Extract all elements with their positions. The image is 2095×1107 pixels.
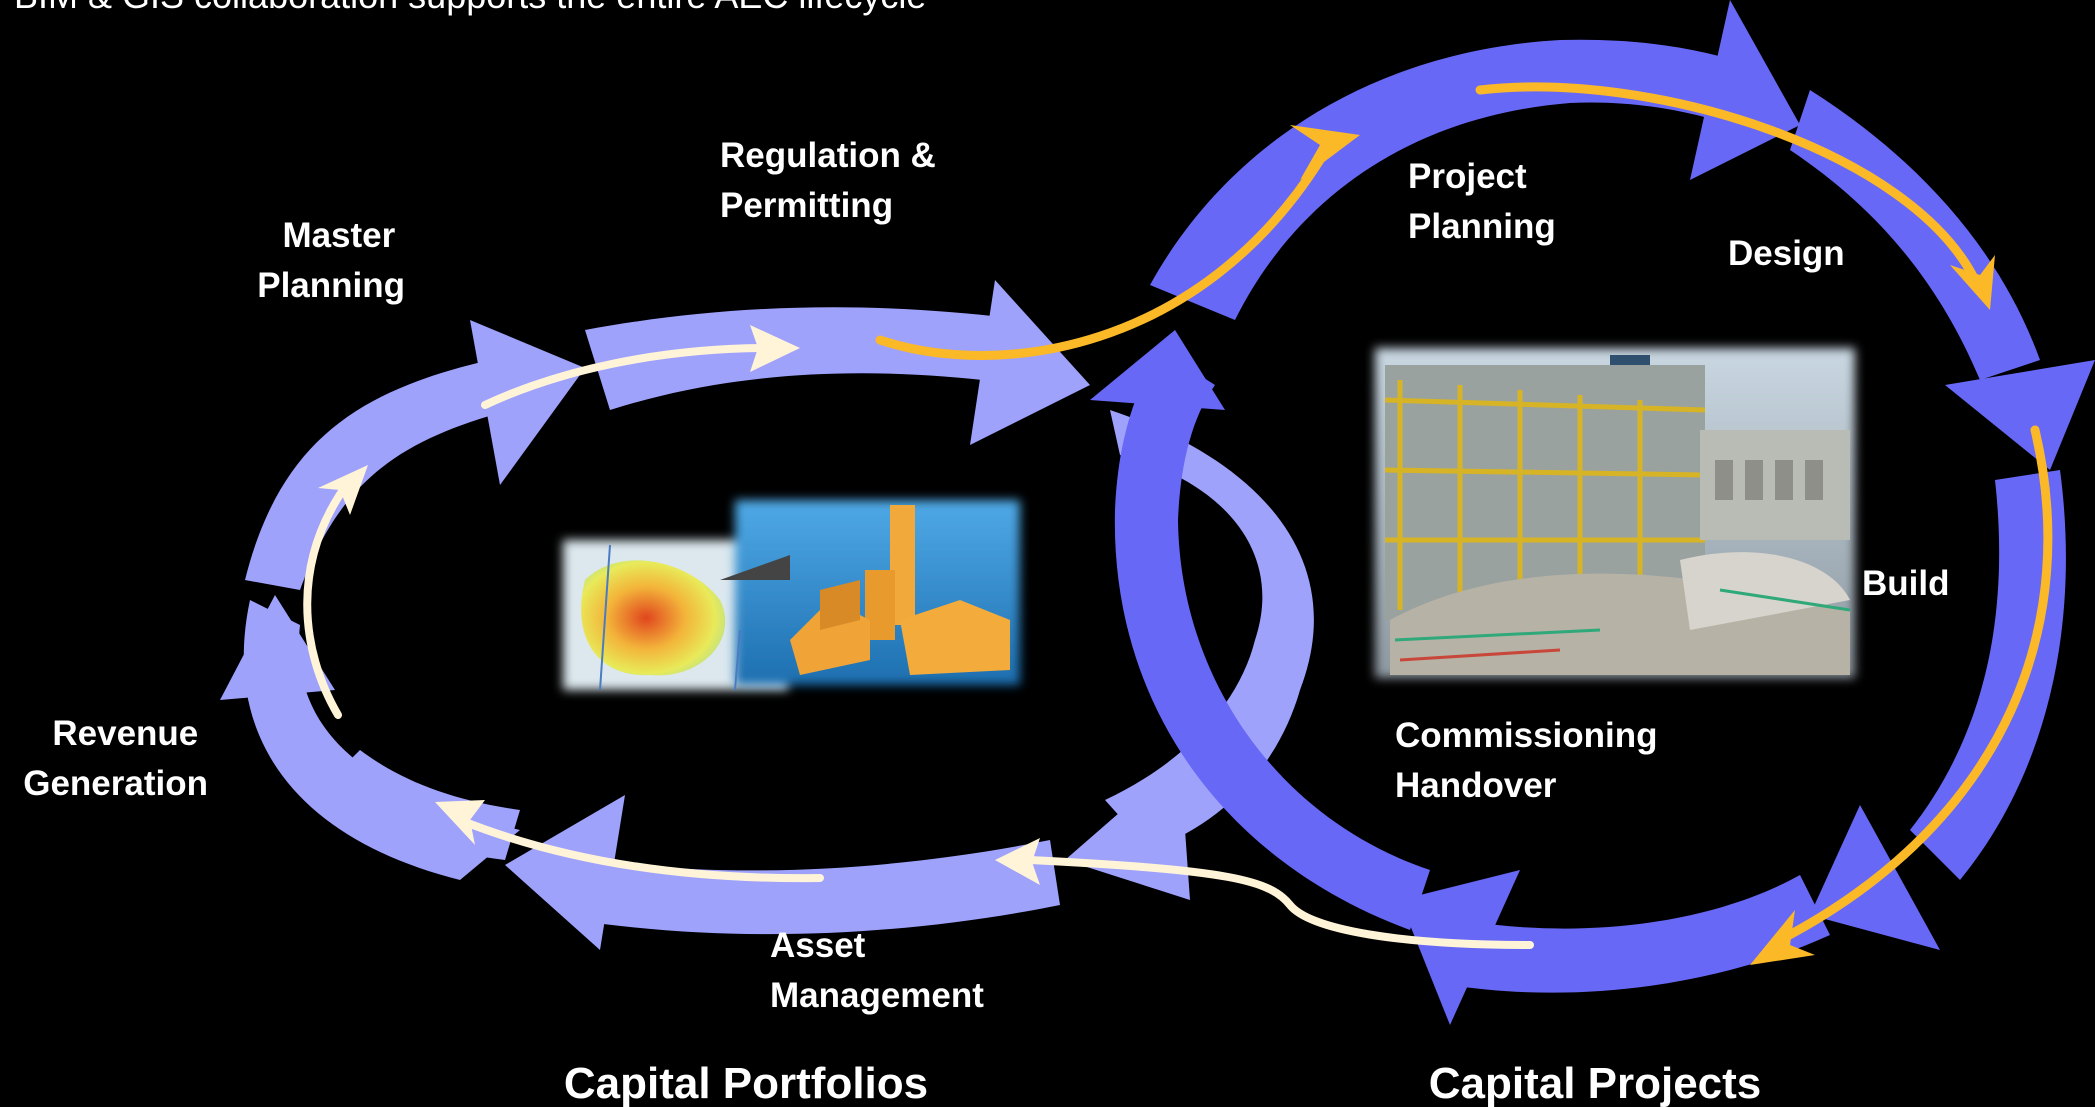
left-cycle-arc-top xyxy=(585,307,1010,410)
cream-flow-handover xyxy=(1026,856,1534,949)
cream-flow-master xyxy=(481,344,774,409)
gold-flow-build xyxy=(1775,425,2053,945)
stage-revenue-generation: Revenue Generation xyxy=(23,714,208,803)
stage-project-planning: Project Planning xyxy=(1408,157,1556,246)
stage-commissioning-handover: Commissioning Handover xyxy=(1395,716,1667,805)
cream-arrowhead-1 xyxy=(995,838,1040,885)
left-cycle-arc-bottom xyxy=(575,840,1060,935)
cream-flow-arrow xyxy=(303,344,1534,949)
gold-flow-planning xyxy=(875,155,1325,360)
capital-projects-cycle xyxy=(1090,0,2095,1025)
cream-flow-revenue xyxy=(303,476,354,719)
left-cycle-arrowhead-left xyxy=(220,595,335,700)
left-cycle-arrowhead-top xyxy=(970,280,1090,445)
cream-flow-asset xyxy=(456,816,824,883)
cream-arrowhead-4 xyxy=(750,325,800,372)
stage-regulation-permitting: Regulation & Permitting xyxy=(720,136,946,225)
capital-portfolios-cycle xyxy=(220,280,1314,950)
left-cycle-arrowhead-right xyxy=(1065,760,1190,900)
gold-flow-design xyxy=(1475,82,1980,285)
stage-build: Build xyxy=(1862,564,1949,603)
right-cycle-arrowhead-bottom xyxy=(1400,870,1520,1025)
left-cycle-arrowhead-upper-left xyxy=(470,320,585,485)
stage-design: Design xyxy=(1728,234,1845,273)
page-subtitle: BIM & GIS collaboration supports the ent… xyxy=(14,0,926,16)
gold-arrowhead-2 xyxy=(1950,255,1995,310)
cycle-title-capital-portfolios: Capital Portfolios xyxy=(564,1059,928,1107)
gold-arrowhead-1 xyxy=(1290,125,1360,180)
left-cycle-arrowhead-bottom xyxy=(505,795,625,950)
gold-arrowhead-3 xyxy=(1750,910,1815,965)
cream-flow-arrowheads xyxy=(318,325,1040,885)
right-cycle-arc-bottom xyxy=(1450,875,1830,993)
left-cycle-arc-right xyxy=(1105,410,1314,850)
cycle-title-capital-projects: Capital Projects xyxy=(1429,1059,1762,1107)
right-cycle-arrowhead-left xyxy=(1090,330,1225,410)
gis-city-map-image xyxy=(563,500,1020,691)
bim-construction-site-image xyxy=(1375,348,1855,678)
right-cycle-arc-left xyxy=(1114,350,1430,930)
gold-flow-arrowheads xyxy=(1290,125,1995,965)
left-cycle-arc-upper-left xyxy=(245,360,510,590)
stage-master-planning: Master Planning xyxy=(257,216,405,305)
right-cycle-arrowhead-upper-right xyxy=(1945,360,2095,470)
cream-arrowhead-2 xyxy=(435,800,485,845)
stage-asset-management: Asset Management xyxy=(770,926,984,1015)
right-cycle-arc-top xyxy=(1150,39,1760,320)
gold-flow-arrow xyxy=(875,82,2053,945)
cream-arrowhead-3 xyxy=(318,465,368,515)
right-cycle-arc-right xyxy=(1910,470,2066,880)
